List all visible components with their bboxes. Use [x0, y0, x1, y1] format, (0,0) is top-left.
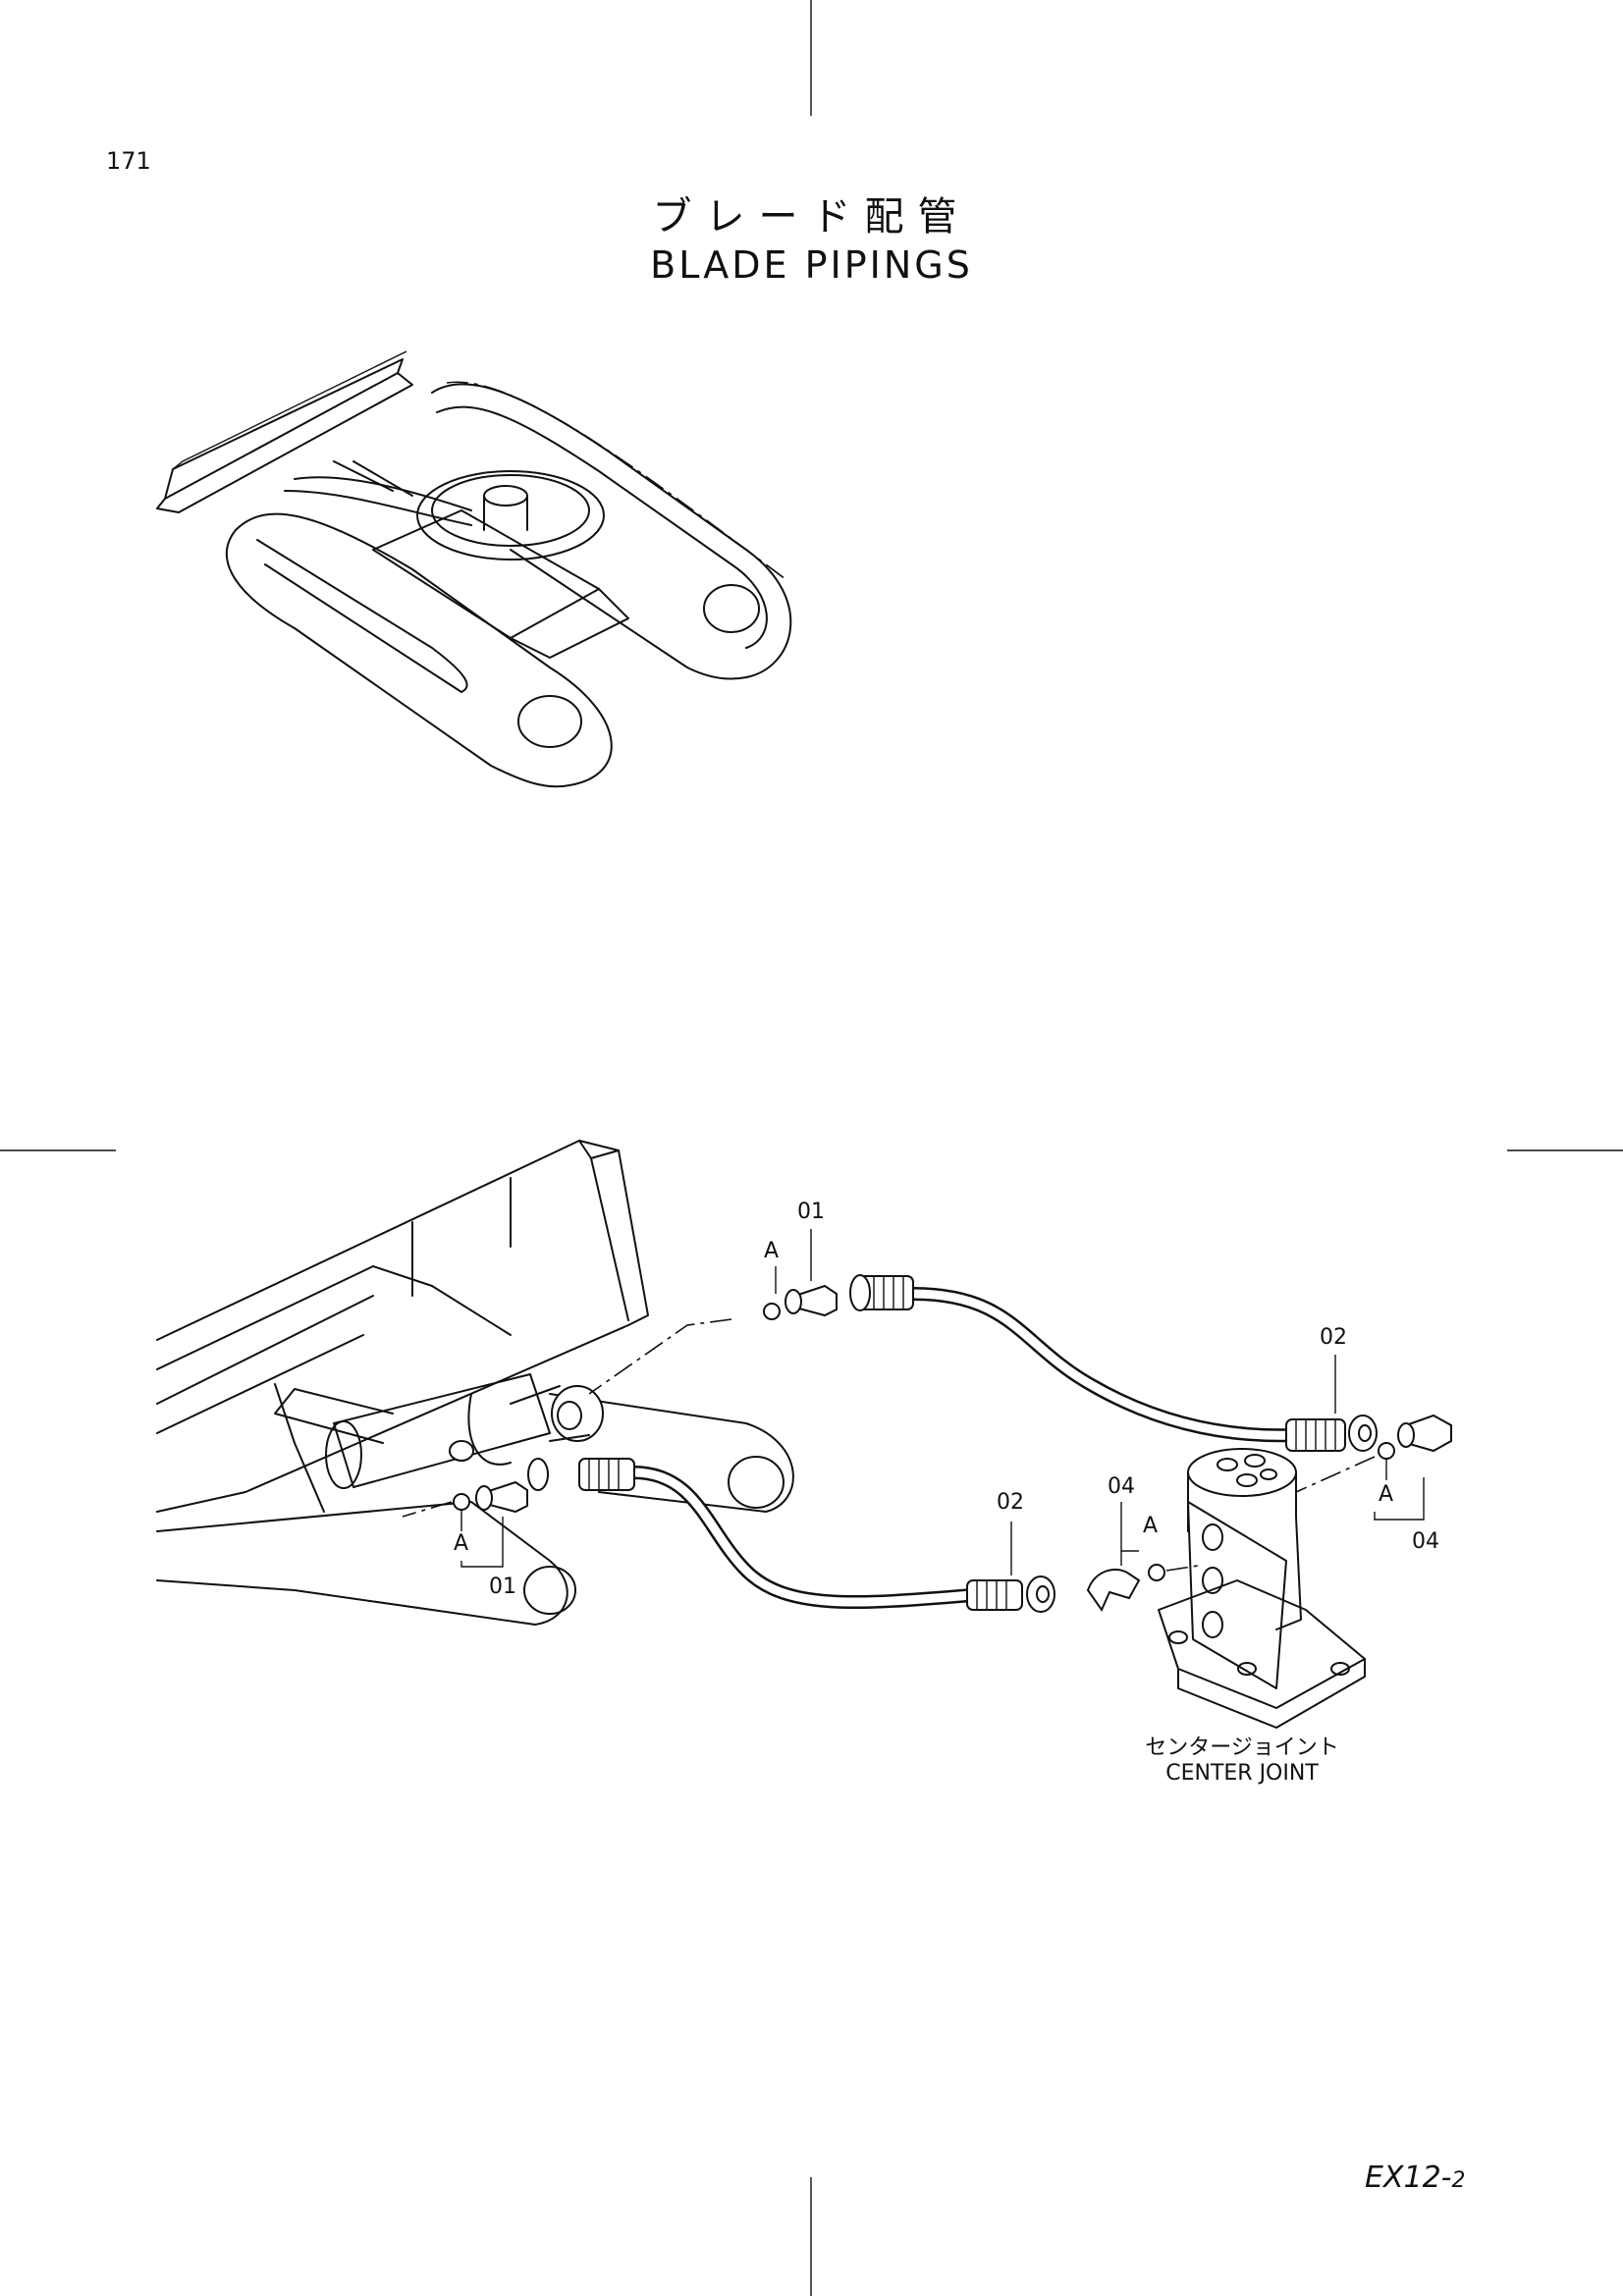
center-joint-label: CENTER JOINT	[1165, 1761, 1319, 1786]
callout-04-left: 04	[1108, 1474, 1135, 1499]
callout-a-lower: A	[454, 1531, 469, 1556]
model-code: EX12-2	[1365, 2161, 1466, 2195]
model-revision: 2	[1451, 2168, 1466, 2193]
callout-a-upper: A	[764, 1239, 780, 1263]
callout-02-upper: 02	[1320, 1325, 1347, 1350]
callout-01-upper: 01	[797, 1200, 825, 1224]
page-title-jp: ブレード配管	[652, 194, 971, 240]
callout-01-lower: 01	[489, 1575, 516, 1599]
callout-a-center: A	[1143, 1514, 1159, 1538]
callout-02-lower: 02	[997, 1490, 1024, 1515]
callout-04-right: 04	[1412, 1529, 1439, 1554]
page-title: BLADE PIPINGS	[650, 243, 973, 287]
center-joint-label-jp: センタージョイント	[1145, 1735, 1339, 1760]
callout-a-right: A	[1379, 1482, 1394, 1507]
model-code-text: EX12-	[1365, 2161, 1452, 2195]
page-number: 171	[106, 147, 151, 175]
